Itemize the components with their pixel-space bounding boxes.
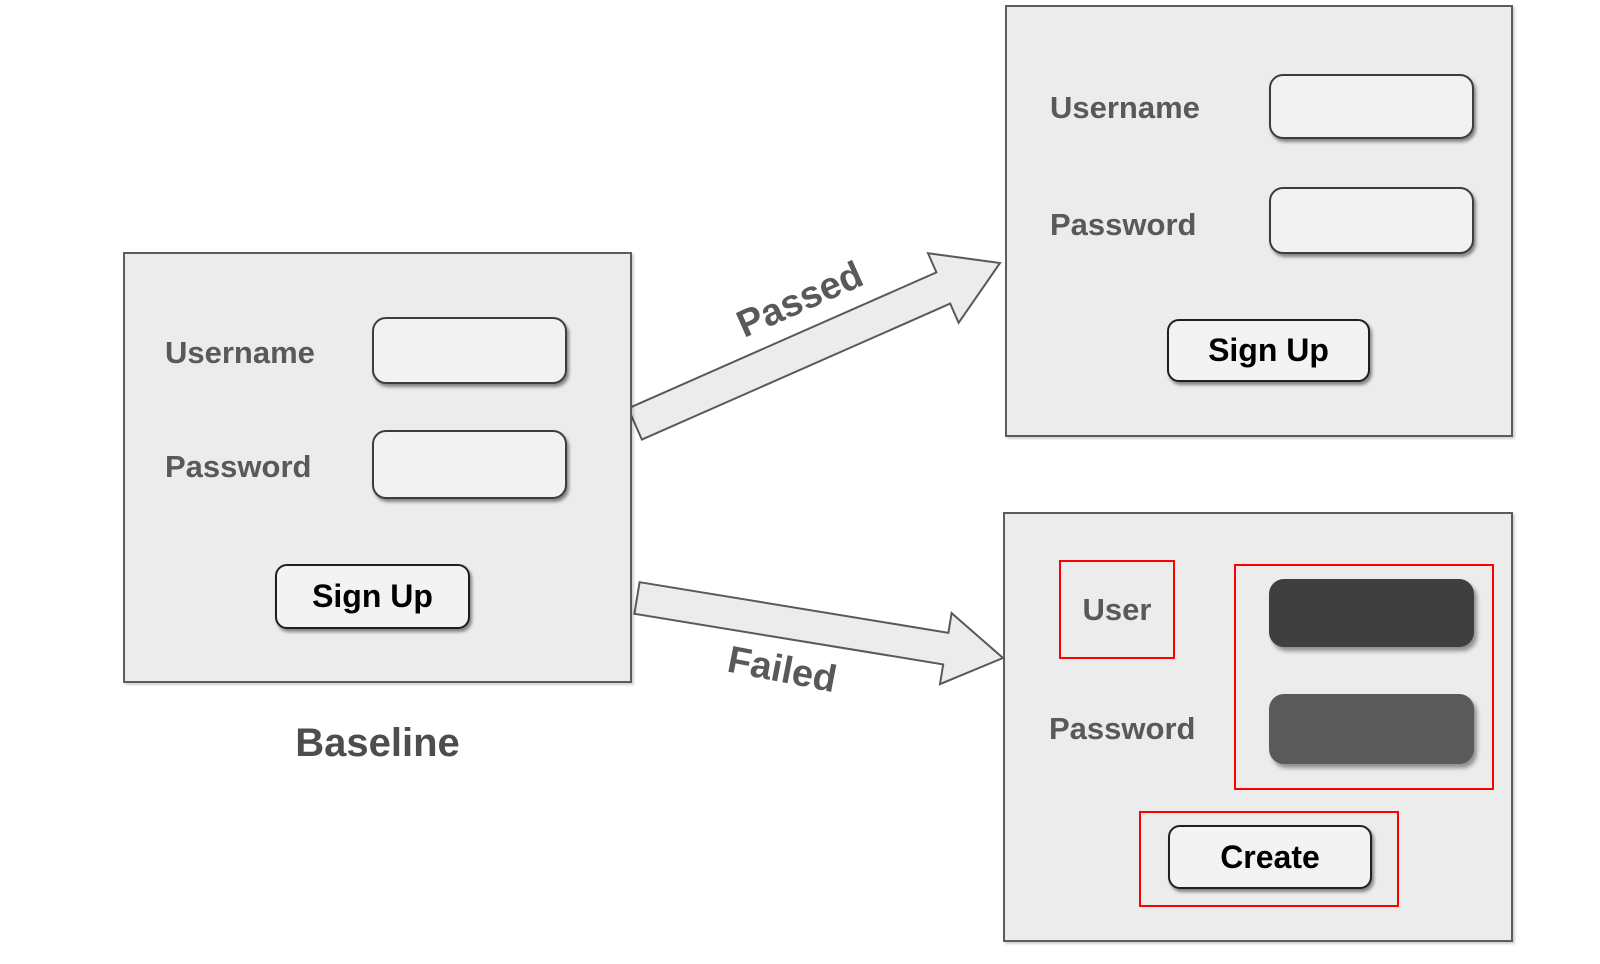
- baseline-username-label: Username: [165, 335, 315, 370]
- baseline-password-input[interactable]: [372, 430, 567, 499]
- failed-arrow-icon: [633, 581, 1005, 686]
- failed-button-highlight: Create: [1139, 811, 1399, 907]
- passed-password-input[interactable]: [1269, 187, 1474, 254]
- failed-username-label: User: [1082, 591, 1152, 627]
- failed-username-label-highlight: User: [1059, 560, 1175, 659]
- failed-fields-highlight: [1234, 564, 1494, 790]
- passed-signup-button[interactable]: Sign Up: [1167, 319, 1370, 382]
- baseline-username-input[interactable]: [372, 317, 567, 384]
- passed-username-label: Username: [1050, 90, 1200, 125]
- baseline-caption: Baseline: [295, 721, 460, 765]
- passed-result-panel: Username Password Sign Up: [1005, 5, 1513, 437]
- failed-create-button[interactable]: Create: [1168, 825, 1372, 889]
- baseline-signup-button[interactable]: Sign Up: [275, 564, 470, 629]
- passed-username-input[interactable]: [1269, 74, 1474, 139]
- failed-password-input[interactable]: [1269, 694, 1474, 764]
- passed-arrow-icon: [626, 251, 1002, 441]
- failed-result-panel: User Password Create: [1003, 512, 1513, 942]
- passed-password-label: Password: [1050, 207, 1197, 242]
- failed-password-label: Password: [1049, 711, 1196, 746]
- failed-username-input[interactable]: [1269, 579, 1474, 647]
- baseline-panel: Username Password Sign Up: [123, 252, 632, 683]
- baseline-password-label: Password: [165, 449, 312, 484]
